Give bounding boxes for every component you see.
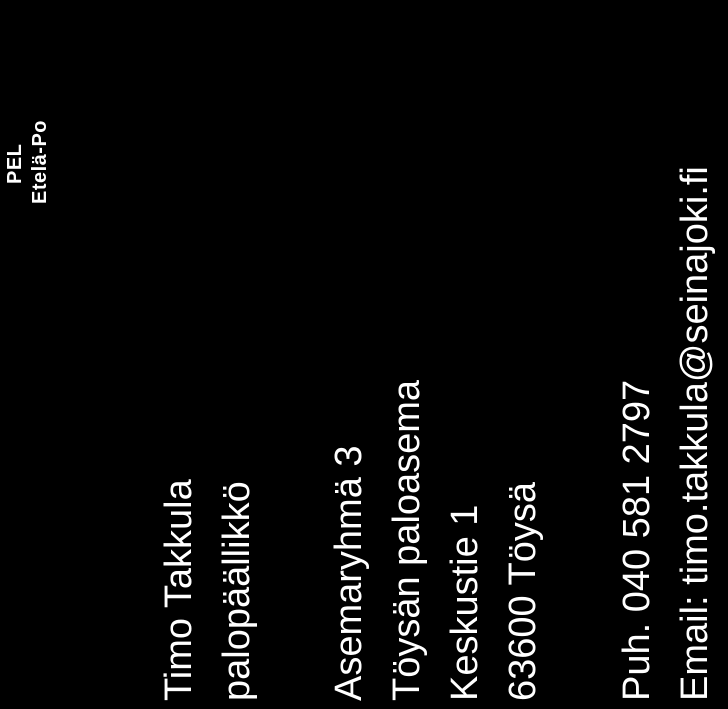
postal-address: 63600 Töysä	[502, 481, 544, 701]
contact-title: palopäällikkö	[216, 481, 258, 701]
email-address: Email: timo.takkula@seinajoki.fi	[674, 166, 716, 701]
org-region-name: Etelä-Po	[29, 119, 51, 204]
station-group: Asemaryhmä 3	[328, 445, 370, 701]
station-name: Töysän paloasema	[386, 379, 428, 701]
phone-number: Puh. 040 581 2797	[616, 379, 658, 701]
street-address: Keskustie 1	[444, 504, 486, 701]
contact-name: Timo Takkula	[158, 479, 200, 701]
org-short-name: PEL	[4, 143, 26, 184]
